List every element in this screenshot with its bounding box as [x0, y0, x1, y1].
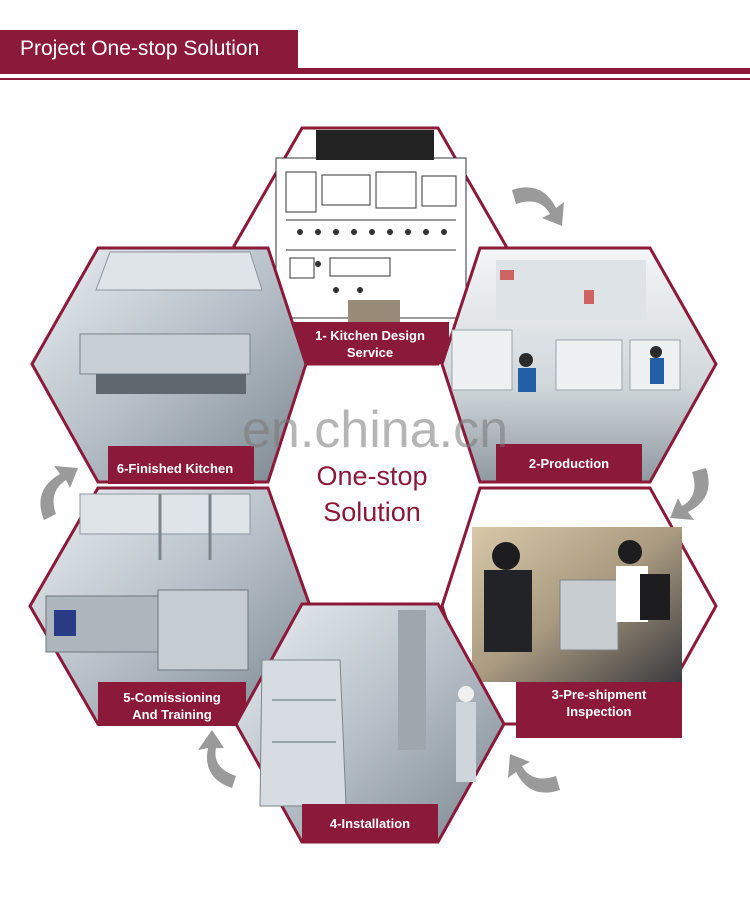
header-rule [0, 68, 750, 74]
step-1-caption-line1: 1- Kitchen Design [315, 328, 425, 343]
step-5-caption: 5-Comissioning And Training [98, 689, 246, 723]
step-2-caption: 2-Production [496, 455, 642, 472]
center-title-line2: Solution [323, 497, 421, 527]
curved-arrow-icon [198, 730, 236, 788]
step-1-hexagon [232, 126, 508, 366]
step-3-caption-line2: Inspection [566, 704, 632, 719]
step-5-caption-line1: 5-Comissioning [123, 690, 221, 705]
curved-arrow-icon [508, 754, 560, 793]
center-title-line1: One-stop [316, 461, 428, 491]
step-6-caption: 6-Finished Kitchen [96, 460, 254, 477]
step-2-caption-line1: 2-Production [528, 456, 610, 471]
step-3-caption: 3-Pre-shipment Inspection [516, 686, 682, 720]
step-1-caption: 1- Kitchen Design Service [291, 327, 449, 361]
center-title: One-stop Solution [292, 458, 452, 530]
curved-arrow-icon [512, 187, 564, 226]
step-6-hexagon [30, 246, 308, 484]
curved-arrow-icon [670, 468, 709, 520]
step-4-caption: 4-Installation [302, 815, 438, 832]
curved-arrow-icon [40, 466, 78, 520]
watermark: en.china.cn [242, 401, 508, 459]
step-3-caption-line1: 3-Pre-shipment [551, 687, 647, 702]
step-5-hexagon [28, 486, 312, 726]
page-title: Project One-stop Solution [0, 30, 298, 68]
step-2-hexagon [440, 246, 718, 484]
step-5-caption-line2: And Training [132, 707, 212, 722]
step-3-hexagon [440, 486, 718, 738]
step-4-hexagon [234, 602, 506, 844]
step-1-caption-line2: Service [346, 345, 394, 360]
step-4-caption-line1: 4-Installation [329, 816, 411, 831]
step-6-caption-line1: 6-Finished Kitchen [116, 461, 234, 476]
header-rule-thin [0, 78, 750, 80]
